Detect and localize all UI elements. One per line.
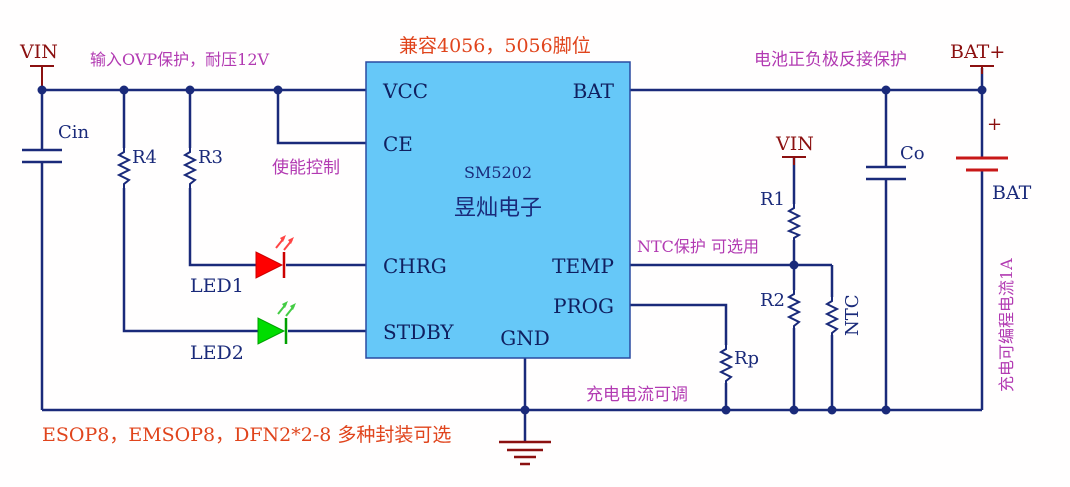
r1-resistor [786,204,802,240]
pin-gnd-label: GND [500,326,550,350]
chip-vendor: 昱灿电子 [454,196,542,221]
charger-ic-body [365,61,631,359]
led2-label: LED2 [190,342,244,364]
current-adjust-note: 充电电流可调 [586,385,688,405]
rp-label: Rp [734,348,759,369]
chip-part-number: SM5202 [464,163,532,182]
r3-led1-wire [188,188,256,267]
r4-resistor [116,148,132,188]
co-capacitor [866,165,906,181]
led2-diode [257,301,296,345]
cin-label: Cin [58,122,90,143]
r4-led2-wire [122,188,258,333]
ntc-label: NTC [842,294,863,336]
r2-resistor [786,290,802,328]
r2-label: R2 [760,290,785,311]
bat-plus-port [970,65,994,74]
pin-stdby-label: STDBY [383,320,454,344]
battery-symbol [956,156,1008,172]
junction-dots [37,85,987,415]
ground-symbol [499,440,551,466]
ntc-resistor [824,297,840,335]
vin-top-label: VIN [19,41,58,63]
enable-control-note: 使能控制 [272,157,340,178]
bat-plus-sign: + [987,114,1002,135]
prog-wire [630,303,728,345]
cin-capacitor [22,148,62,164]
package-options-note: ESOP8，EMSOP8，DFN2*2-8 多种封装可选 [42,424,451,446]
compat-note: 兼容4056，5056脚位 [399,35,591,57]
pin-vcc-label: VCC [382,79,428,103]
co-label: Co [900,143,925,164]
pin-prog-label: PROG [553,294,614,318]
r4-label: R4 [132,147,157,168]
bat-label: BAT [992,182,1032,204]
pin-ce-label: CE [383,132,413,156]
ovp-note: 输入OVP保护，耐压12V [90,50,270,69]
pin-bat-label: BAT [573,79,615,103]
r3-resistor [182,148,198,188]
led1-label: LED1 [190,275,244,297]
ntc-protection-note: NTC保护 可选用 [637,237,759,256]
ce-tie-wire [276,90,366,145]
pin-chrg-label: CHRG [383,254,447,278]
reverse-protection-note: 电池正负极反接保护 [754,50,907,70]
r3-label: R3 [198,147,223,168]
vin-mid-label: VIN [775,133,814,155]
r1-label: R1 [760,189,785,210]
vin-mid-port [782,156,806,165]
pin-temp-label: TEMP [552,254,614,278]
bat-plus-label: BAT+ [950,41,1005,63]
rp-resistor [718,345,734,383]
led1-diode [255,235,294,279]
programmable-current-note: 充电可编程电流1A [997,258,1016,392]
